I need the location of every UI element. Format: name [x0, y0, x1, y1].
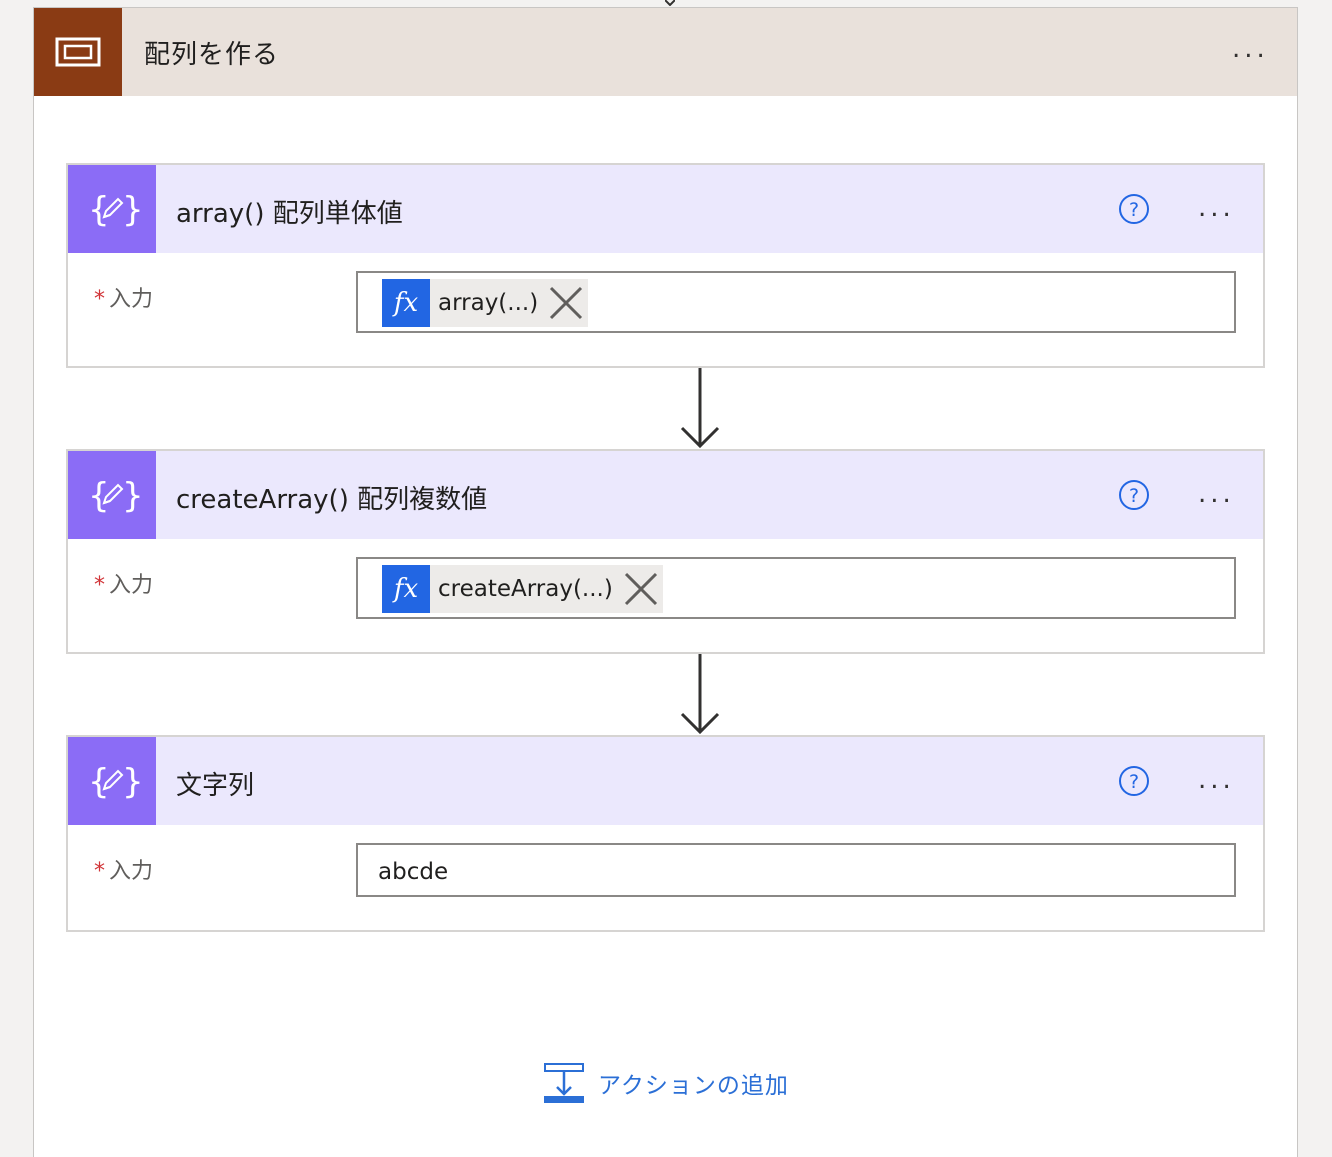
token-text: createArray(...)	[438, 576, 613, 602]
input-field[interactable]: fx array(...)	[356, 271, 1236, 333]
add-action-icon	[544, 1063, 584, 1103]
expression-token[interactable]: fx array(...)	[382, 279, 589, 327]
input-field[interactable]: abcde	[356, 843, 1236, 897]
svg-text:{: {	[88, 190, 110, 230]
action-card-create-array: { } createArray() 配列複数値 ? ... *入力 fx cre…	[66, 449, 1265, 654]
action-title: array() 配列単体値	[176, 199, 403, 229]
required-mark: *	[94, 859, 105, 884]
svg-text:}: }	[122, 476, 144, 516]
svg-text:{: {	[88, 762, 110, 802]
scope-title: 配列を作る	[144, 40, 280, 70]
action-card-string: { } 文字列 ? ... *入力 abcde	[66, 735, 1265, 932]
connector-arrow	[680, 368, 720, 449]
variable-icon: { }	[68, 451, 156, 539]
scope-container: 配列を作る ... { } array() 配列単体値 ? ... *入力	[33, 7, 1298, 1157]
add-action-label: アクションの追加	[598, 1073, 789, 1099]
action-header[interactable]: { } array() 配列単体値 ? ...	[68, 165, 1263, 253]
required-mark: *	[94, 573, 105, 598]
required-mark: *	[94, 287, 105, 312]
close-icon[interactable]	[546, 283, 586, 323]
field-label: *入力	[94, 567, 153, 599]
action-header[interactable]: { } 文字列 ? ...	[68, 737, 1263, 825]
field-label-text: 入力	[109, 859, 154, 884]
close-icon[interactable]	[621, 569, 661, 609]
expression-token[interactable]: fx createArray(...)	[382, 565, 663, 613]
fx-icon: fx	[382, 279, 430, 327]
field-label-text: 入力	[109, 287, 154, 312]
variable-icon: { }	[68, 165, 156, 253]
help-icon[interactable]: ?	[1118, 193, 1150, 225]
connector-arrow	[680, 654, 720, 735]
action-more-options-button[interactable]: ...	[1198, 479, 1235, 509]
action-card-array: { } array() 配列単体値 ? ... *入力 fx array(...…	[66, 163, 1265, 368]
action-title: createArray() 配列複数値	[176, 485, 488, 515]
input-field[interactable]: fx createArray(...)	[356, 557, 1236, 619]
scope-more-options-button[interactable]: ...	[1232, 34, 1269, 64]
top-connector-arrow	[665, 0, 675, 6]
svg-text:?: ?	[1129, 485, 1139, 507]
action-more-options-button[interactable]: ...	[1198, 193, 1235, 223]
add-action-button[interactable]: アクションの追加	[544, 1062, 789, 1104]
action-title: 文字列	[176, 771, 255, 801]
svg-text:}: }	[122, 762, 144, 802]
field-label-text: 入力	[109, 573, 154, 598]
svg-text:?: ?	[1129, 771, 1139, 793]
svg-text:?: ?	[1129, 199, 1139, 221]
svg-text:}: }	[122, 190, 144, 230]
help-icon[interactable]: ?	[1118, 765, 1150, 797]
action-more-options-button[interactable]: ...	[1198, 765, 1235, 795]
help-icon[interactable]: ?	[1118, 479, 1150, 511]
svg-text:{: {	[88, 476, 110, 516]
action-header[interactable]: { } createArray() 配列複数値 ? ...	[68, 451, 1263, 539]
scope-icon	[34, 8, 122, 96]
field-label: *入力	[94, 281, 153, 313]
variable-icon: { }	[68, 737, 156, 825]
input-value: abcde	[378, 859, 449, 885]
scope-header[interactable]: 配列を作る ...	[34, 8, 1297, 96]
fx-icon: fx	[382, 565, 430, 613]
field-label: *入力	[94, 853, 153, 885]
token-text: array(...)	[438, 290, 539, 316]
